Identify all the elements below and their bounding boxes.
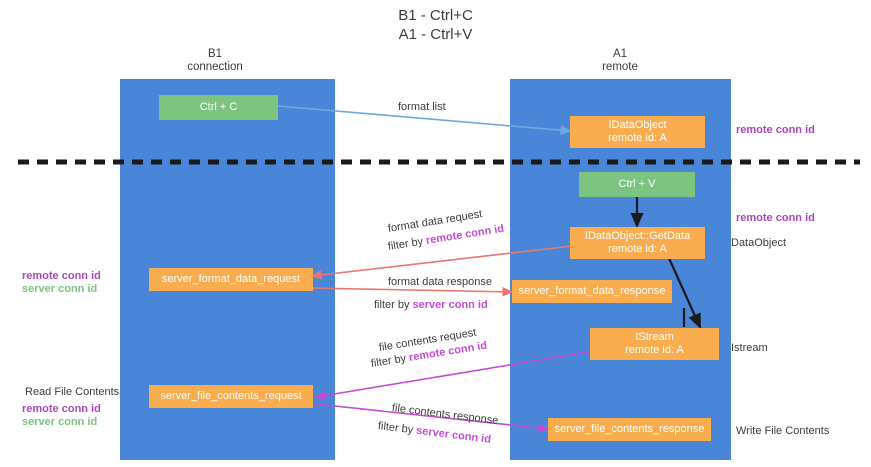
box-server-format-data-response[interactable]: server_format_data_response	[512, 280, 672, 303]
filter-key-server-conn-id-1: server conn id	[412, 299, 488, 311]
side-label-write-file-contents: Write File Contents	[736, 425, 830, 437]
box-ctrl-c[interactable]: Ctrl + C	[159, 95, 278, 120]
side-label-dataobject: DataObject	[731, 237, 787, 249]
box-server-file-contents-response-label: server_file_contents_response	[554, 422, 705, 435]
box-idataobject-line2: remote id: A	[608, 132, 667, 144]
box-istream-line2: remote id: A	[625, 344, 684, 356]
box-istream-line1: IStream	[635, 330, 674, 343]
lane-b1-name: B1	[207, 48, 223, 60]
title-line-2: A1 - Ctrl+V	[398, 26, 473, 43]
arrow-label-format-list-text: format list	[398, 101, 446, 113]
arrow-label-format-data-response-filter: filter by server conn id	[374, 298, 488, 312]
box-server-file-contents-request-label: server_file_contents_request	[160, 389, 302, 402]
box-ctrl-v[interactable]: Ctrl + V	[579, 172, 695, 197]
filter-prefix-2: filter by	[374, 299, 413, 311]
filter-key-server-conn-id-2: server conn id	[415, 424, 492, 446]
box-server-format-data-request-label: server_format_data_request	[161, 272, 301, 285]
arrow-label-format-list: format list	[398, 100, 446, 114]
filter-prefix-3: filter by	[370, 352, 410, 370]
side-label-read-file-contents: Read File Contents	[25, 386, 120, 398]
box-idataobject-line1: IDataObject	[608, 118, 667, 131]
side-label-left-remote-conn-id-bot: remote conn id	[22, 403, 101, 415]
filter-prefix-4: filter by	[377, 420, 417, 437]
box-getdata-line1: IDataObject::GetData	[584, 229, 691, 242]
lane-a1-sub: remote	[602, 61, 638, 73]
side-label-left-server-conn-id-bot: server conn id	[22, 416, 98, 428]
box-getdata-line2: remote id: A	[608, 243, 667, 255]
box-ctrl-v-label: Ctrl + V	[618, 177, 656, 190]
box-idataobject-getdata[interactable]: IDataObject::GetData remote id: A	[570, 227, 705, 259]
lane-header-b1: B1 connection	[150, 48, 280, 74]
box-istream[interactable]: IStream remote id: A	[590, 328, 719, 360]
side-label-left-remote-conn-id-mid: remote conn id	[22, 270, 101, 282]
arrow-label-format-data-response: format data response	[388, 275, 492, 289]
side-label-istream: Istream	[731, 342, 768, 354]
box-server-file-contents-response[interactable]: server_file_contents_response	[548, 418, 711, 441]
lane-a1-name: A1	[612, 48, 628, 60]
arrow-label-format-data-response-text: format data response	[388, 276, 492, 288]
side-label-remote-conn-id-mid: remote conn id	[736, 212, 815, 224]
side-label-remote-conn-id-top: remote conn id	[736, 124, 815, 136]
side-label-left-server-conn-id-mid: server conn id	[22, 283, 98, 295]
lane-header-a1: A1 remote	[555, 48, 685, 74]
box-server-format-data-response-label: server_format_data_response	[518, 284, 666, 297]
box-server-format-data-request[interactable]: server_format_data_request	[149, 268, 313, 291]
box-ctrl-c-label: Ctrl + C	[199, 100, 238, 113]
box-server-file-contents-request[interactable]: server_file_contents_request	[149, 385, 313, 408]
filter-prefix-1: filter by	[387, 235, 427, 253]
page-title: B1 - Ctrl+C A1 - Ctrl+V	[0, 6, 871, 44]
title-line-1: B1 - Ctrl+C	[398, 7, 473, 24]
box-idataobject[interactable]: IDataObject remote id: A	[570, 116, 705, 148]
lane-b1-sub: connection	[187, 61, 243, 73]
